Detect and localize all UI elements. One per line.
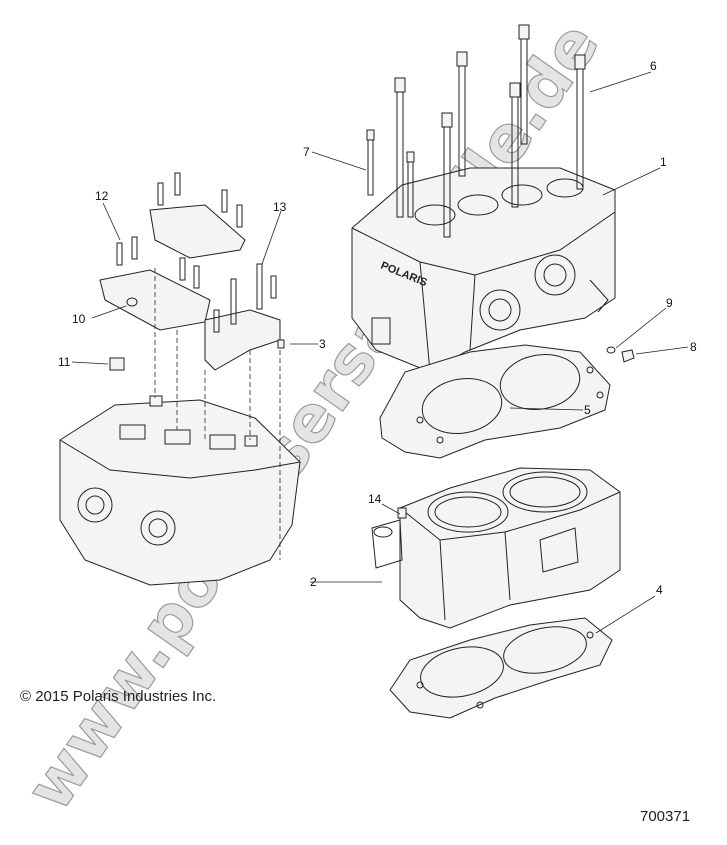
dowels-and-nut <box>109 339 407 519</box>
leader-lines <box>71 71 689 634</box>
figure-number: 700371 <box>640 808 691 825</box>
cylinder-head: POLARIS <box>351 167 616 373</box>
callout-12: 12 <box>95 189 109 203</box>
callout-1: 1 <box>660 155 667 169</box>
head-assembly-outline <box>59 395 301 586</box>
callout-14: 14 <box>368 492 382 506</box>
head-gasket <box>379 344 611 459</box>
callout-8: 8 <box>690 340 697 354</box>
callout-9: 9 <box>666 296 673 310</box>
cylinder-block <box>371 467 621 629</box>
callout-numbers: 1 2 3 4 5 6 7 8 9 10 11 12 13 14 <box>58 59 697 597</box>
callout-13: 13 <box>273 200 287 214</box>
callout-10: 10 <box>72 312 86 326</box>
callout-3: 3 <box>319 337 326 351</box>
callout-7: 7 <box>303 145 310 159</box>
copyright-notice: © 2015 Polaris Industries Inc. <box>20 688 217 705</box>
callout-6: 6 <box>650 59 657 73</box>
callout-4: 4 <box>656 583 663 597</box>
bolt-and-washer <box>606 346 635 363</box>
callout-2: 2 <box>310 575 317 589</box>
assembly-guides <box>154 268 281 560</box>
head-bolts <box>366 24 586 238</box>
small-bolts <box>116 172 277 333</box>
base-gasket <box>389 617 613 719</box>
callout-5: 5 <box>584 403 591 417</box>
camshaft-caps <box>99 204 281 371</box>
callout-11: 11 <box>58 355 71 369</box>
